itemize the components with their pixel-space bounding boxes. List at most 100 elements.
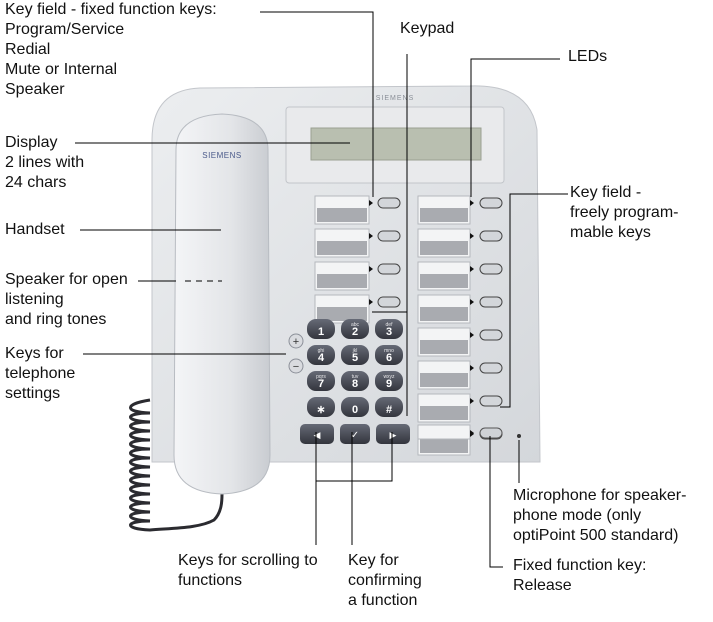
keypad-key[interactable]	[307, 371, 335, 391]
led-indicator	[470, 299, 474, 305]
led-indicator	[369, 299, 373, 305]
leader-leds	[470, 58, 560, 197]
keypad-key-digit: 2	[352, 326, 358, 338]
label-display: Display 2 lines with 24 chars	[5, 134, 85, 191]
fixed-function-keys	[369, 197, 401, 308]
keypad-key[interactable]	[307, 345, 335, 365]
volume-minus-button[interactable]	[288, 358, 304, 374]
keypad-key[interactable]	[307, 319, 335, 339]
label-leds: LEDs	[568, 48, 608, 65]
led-indicator	[470, 398, 474, 404]
leader-lines	[75, 11, 568, 568]
scroll-left-key[interactable]	[300, 424, 334, 444]
led-indicator	[470, 332, 474, 338]
label-microphone: Microphone for speaker- phone mode (only…	[513, 487, 687, 544]
label-keypad: Keypad	[400, 20, 455, 37]
scroll-right-key[interactable]	[376, 424, 410, 444]
fixed-function-key[interactable]	[377, 263, 401, 275]
keypad-key-digit: 0	[352, 404, 358, 416]
keypad-key-digit: 8	[352, 378, 358, 390]
leader-keypad	[372, 54, 408, 416]
keypad-key-digit: 9	[386, 378, 392, 390]
keypad-key-letters: mno	[384, 348, 394, 354]
free-key-labels	[417, 195, 471, 456]
free-function-key[interactable]	[479, 395, 503, 407]
free-key-label-insert	[420, 439, 468, 453]
keypad-key[interactable]	[341, 319, 369, 339]
keypad-key-digit: 7	[318, 378, 324, 390]
led-indicator	[470, 233, 474, 239]
fixed-key-label-insert	[317, 241, 367, 255]
keypad-key[interactable]	[341, 397, 369, 417]
confirm-key[interactable]	[340, 424, 370, 444]
free-key-label-insert	[420, 340, 468, 354]
fixed-function-key[interactable]	[377, 197, 401, 209]
body-brand-text: SIEMENS	[376, 95, 415, 102]
keypad-key-digit: 4	[318, 352, 325, 364]
label-handset: Handset	[5, 221, 65, 238]
handset-brand-text: SIEMENS	[202, 151, 242, 160]
release-key-label-strip	[417, 424, 471, 440]
label-scroll-keys: Keys for scrolling to functions	[178, 552, 318, 589]
keypad-key-digit: #	[386, 404, 392, 416]
handset	[173, 113, 271, 495]
led-indicator	[470, 266, 474, 272]
fixed-key-labels	[314, 195, 370, 324]
free-key-label-insert	[420, 274, 468, 288]
release-key[interactable]	[479, 427, 503, 439]
label-key-field-fixed: Key field - fixed function keys: Program…	[5, 1, 217, 98]
free-function-key[interactable]	[479, 263, 503, 275]
keypad-key-letters: abc	[351, 322, 360, 328]
fixed-function-key[interactable]	[377, 296, 401, 308]
keypad-key-letters: wxyz	[383, 374, 395, 380]
keypad-key[interactable]	[375, 371, 403, 391]
fixed-key-label-insert	[317, 307, 367, 321]
keypad-key[interactable]	[341, 345, 369, 365]
minus-glyph: −	[293, 361, 299, 373]
label-key-field-free: Key field - freely program- mable keys	[570, 184, 679, 241]
scroll-right-icon: ▶	[390, 431, 397, 441]
leader-key-field-fixed	[260, 11, 374, 197]
scroll-left-icon: ◀	[314, 431, 321, 441]
free-key-label-insert	[420, 373, 468, 387]
free-function-key[interactable]	[479, 230, 503, 242]
free-key-label-insert	[420, 208, 468, 222]
label-speaker: Speaker for open listening and ring tone…	[5, 271, 128, 328]
keypad-key-letters: jkl	[352, 348, 358, 354]
keypad-key-digit: 1	[318, 326, 324, 338]
keypad-key-digit: 3	[386, 326, 392, 338]
fixed-key-label-insert	[317, 274, 367, 288]
led-indicator	[369, 266, 373, 272]
handset-cord	[129, 398, 224, 532]
keypad-key-letters: ghi	[318, 348, 325, 354]
keypad-key-letters: def	[386, 322, 394, 328]
free-function-key[interactable]	[479, 296, 503, 308]
leader-key-field-free	[500, 193, 568, 408]
leader-release	[489, 436, 503, 568]
keypad-key[interactable]	[375, 319, 403, 339]
label-release-key: Fixed function key: Release	[513, 557, 647, 594]
led-indicator	[369, 233, 373, 239]
free-key-label-insert	[420, 406, 468, 420]
keypad-key-digit: ∗	[316, 404, 325, 416]
microphone-hole	[517, 434, 521, 438]
led-indicator	[470, 200, 474, 206]
label-confirm-key: Key for confirming a function	[348, 552, 422, 609]
fixed-function-key[interactable]	[377, 230, 401, 242]
free-key-label-insert	[420, 307, 468, 321]
volume-plus-button[interactable]	[288, 333, 304, 349]
free-function-key[interactable]	[479, 362, 503, 374]
keypad-key[interactable]	[375, 397, 403, 417]
keypad-key[interactable]	[375, 345, 403, 365]
free-function-key[interactable]	[479, 329, 503, 341]
keypad-key-digit: 6	[386, 352, 392, 364]
led-indicator	[369, 200, 373, 206]
keypad-key-letters: tuv	[352, 374, 359, 380]
free-function-key[interactable]	[479, 197, 503, 209]
keypad-key[interactable]	[341, 371, 369, 391]
leader-scroll	[315, 432, 393, 545]
keypad-key[interactable]	[307, 397, 335, 417]
